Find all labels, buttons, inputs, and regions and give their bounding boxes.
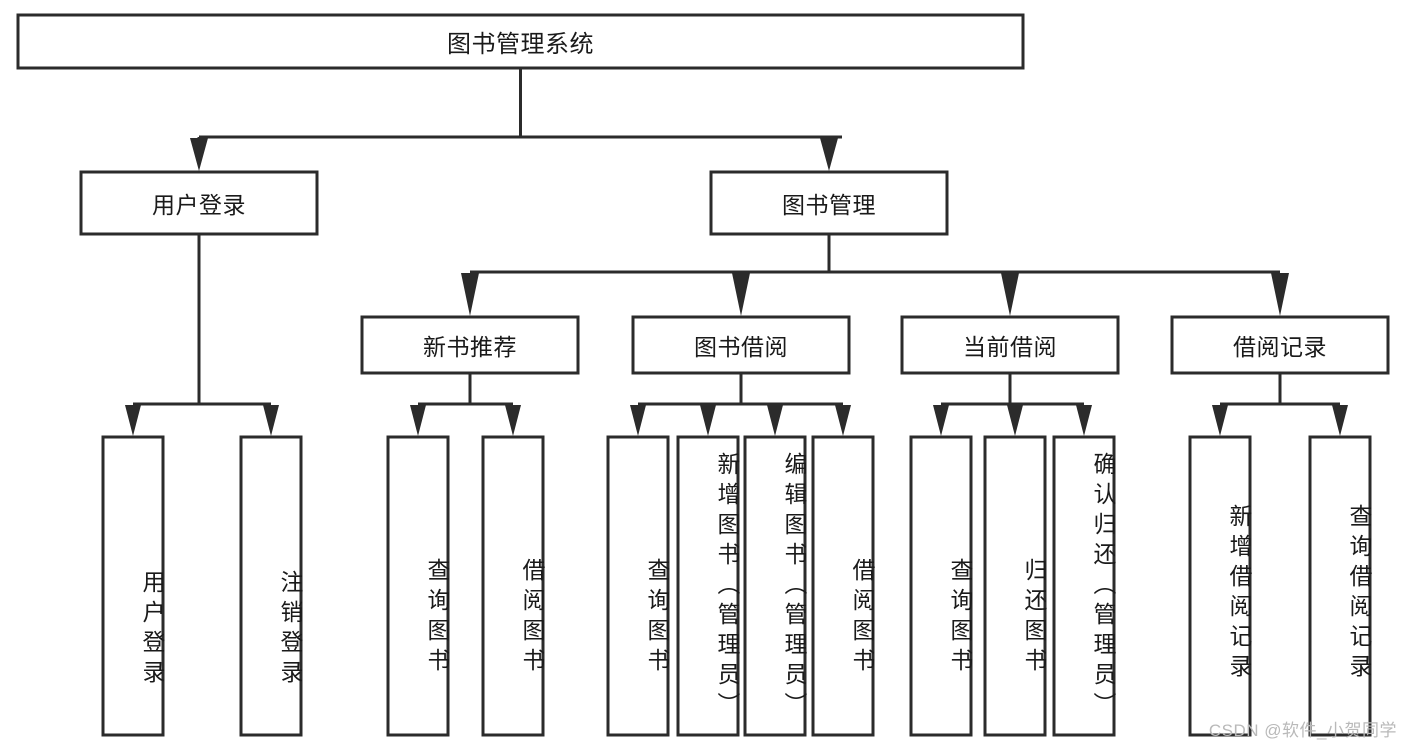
connector-group-user-login bbox=[125, 234, 279, 436]
connector-group-new-book-rec bbox=[410, 373, 521, 436]
node-box-leaf-add-book-admin[interactable] bbox=[676, 435, 740, 737]
node-box-leaf-return-book[interactable] bbox=[983, 435, 1047, 737]
csdn-watermark: CSDN @软件_小贺同学 bbox=[1208, 721, 1397, 740]
node-box-current-borrow[interactable] bbox=[900, 315, 1120, 375]
arrowhead-leaf-return-book bbox=[1007, 405, 1023, 436]
node-box-leaf-confirm-return-admin[interactable] bbox=[1052, 435, 1116, 737]
arrowhead-leaf-query-record bbox=[1332, 405, 1348, 436]
connector-group-current-borrow bbox=[933, 373, 1092, 436]
node-box-book-manage[interactable] bbox=[709, 170, 949, 236]
arrowhead-book-manage bbox=[820, 138, 838, 171]
connector-group-root bbox=[190, 68, 842, 171]
node-box-leaf-add-record[interactable] bbox=[1188, 435, 1252, 737]
arrowhead-leaf-edit-book-admin bbox=[767, 405, 783, 436]
node-box-root[interactable] bbox=[16, 13, 1025, 70]
connector-group-book-borrow bbox=[630, 373, 851, 436]
node-box-borrow-record[interactable] bbox=[1170, 315, 1390, 375]
node-box-leaf-edit-book-admin[interactable] bbox=[743, 435, 807, 737]
arrowhead-borrow-record bbox=[1271, 273, 1289, 316]
arrowhead-leaf-borrow-book-1 bbox=[505, 405, 521, 436]
arrowhead-leaf-query-book-2 bbox=[630, 405, 646, 436]
connector-group-borrow-record bbox=[1212, 373, 1348, 436]
node-box-leaf-query-record[interactable] bbox=[1308, 435, 1372, 737]
node-box-leaf-query-book-2[interactable] bbox=[606, 435, 670, 737]
arrowhead-user-login bbox=[190, 138, 208, 171]
arrowhead-leaf-user-login bbox=[125, 405, 141, 436]
arrowhead-leaf-confirm-return-admin bbox=[1076, 405, 1092, 436]
arrowhead-current-borrow bbox=[1001, 273, 1019, 316]
arrowhead-leaf-logout bbox=[263, 405, 279, 436]
node-box-leaf-borrow-book-2[interactable] bbox=[811, 435, 875, 737]
node-box-leaf-user-login[interactable] bbox=[101, 435, 165, 737]
node-box-user-login[interactable] bbox=[79, 170, 319, 236]
arrowhead-leaf-add-book-admin bbox=[700, 405, 716, 436]
node-box-leaf-query-book-3[interactable] bbox=[909, 435, 973, 737]
arrowhead-new-book-rec bbox=[461, 273, 479, 316]
node-box-new-book-rec[interactable] bbox=[360, 315, 580, 375]
node-box-leaf-logout[interactable] bbox=[239, 435, 303, 737]
node-box-leaf-query-book-1[interactable] bbox=[386, 435, 450, 737]
arrowhead-leaf-add-record bbox=[1212, 405, 1228, 436]
arrowhead-book-borrow bbox=[732, 273, 750, 316]
connector-group-book-manage bbox=[461, 234, 1289, 316]
node-box-book-borrow[interactable] bbox=[631, 315, 851, 375]
node-box-leaf-borrow-book-1[interactable] bbox=[481, 435, 545, 737]
arrowhead-leaf-query-book-3 bbox=[933, 405, 949, 436]
arrowhead-leaf-borrow-book-2 bbox=[835, 405, 851, 436]
arrowhead-leaf-query-book-1 bbox=[410, 405, 426, 436]
